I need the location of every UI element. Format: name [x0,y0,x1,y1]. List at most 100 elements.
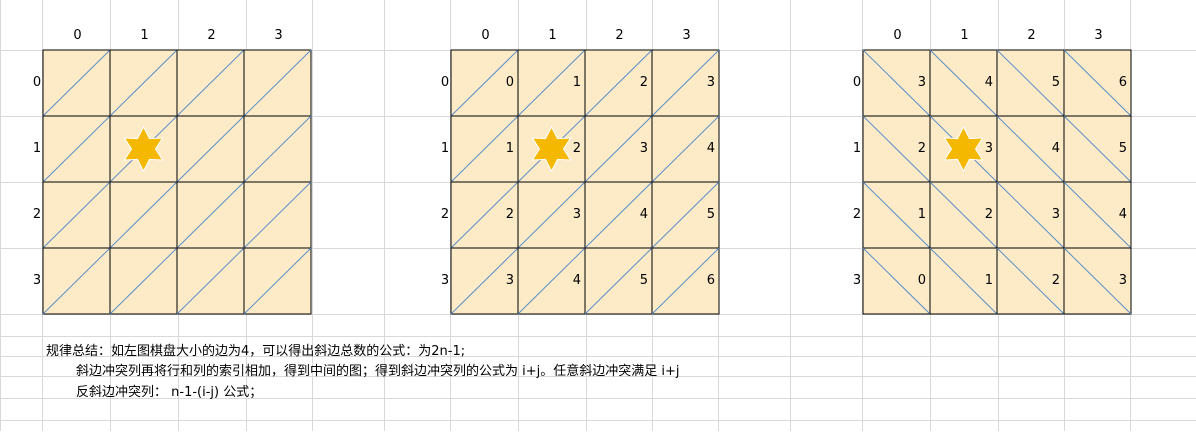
cell-value: 0 [917,273,926,288]
row-header: 1 [32,141,42,156]
column-header: 2 [1027,28,1036,43]
cell-diagonal [243,247,312,315]
column-header: 3 [682,28,691,43]
cell-value: 4 [984,75,993,90]
cell-diagonal [1063,115,1132,183]
column-header: 2 [615,28,624,43]
grid-middle [450,49,720,315]
summary-line-1: 规律总结：如左图棋盘大小的边为4，可以得出斜边总数的公式：为2n-1; [46,344,466,359]
cell-value: 4 [706,141,715,156]
cell-value: 2 [639,75,648,90]
row-header: 0 [852,75,862,90]
cell-value: 1 [572,75,581,90]
cell-diagonal [450,247,519,315]
cell-diagonal [42,247,111,315]
cell-diagonal [584,181,653,249]
cell-diagonal [584,115,653,183]
cell-diagonal [517,49,586,117]
cell-value: 1 [917,207,926,222]
row-header: 3 [32,273,42,288]
cell-value: 2 [917,141,926,156]
row-header: 2 [852,207,862,222]
cell-diagonal [42,115,111,183]
column-header: 2 [207,28,216,43]
cell-diagonal [651,247,720,315]
row-header: 2 [32,207,42,222]
star-icon [123,125,164,173]
cell-value: 5 [1051,75,1060,90]
cell-diagonal [243,181,312,249]
summary-line-2: 斜边冲突列再将行和列的索引相加，得到中间的图；得到斜边冲突列的公式为 i+j。任… [76,364,680,379]
column-header: 0 [481,28,490,43]
cell-value: 6 [1118,75,1127,90]
cell-value: 4 [1118,207,1127,222]
cell-diagonal [176,181,245,249]
cell-diagonal [176,247,245,315]
cell-value: 4 [1051,141,1060,156]
cell-diagonal [584,247,653,315]
cell-value: 4 [572,273,581,288]
cell-diagonal [1063,247,1132,315]
cell-value: 5 [639,273,648,288]
cell-value: 2 [572,141,581,156]
column-header: 3 [1094,28,1103,43]
cell-diagonal [996,181,1065,249]
cell-diagonal [176,115,245,183]
cell-diagonal [1063,181,1132,249]
cell-value: 4 [639,207,648,222]
cell-diagonal [862,181,931,249]
grid-right [862,49,1132,315]
cell-value: 1 [984,273,993,288]
row-header: 3 [440,273,450,288]
column-header: 0 [893,28,902,43]
cell-value: 2 [1051,273,1060,288]
summary-line-3: 反斜边冲突列： n-1-(i-j) 公式； [76,385,263,400]
cell-value: 2 [505,207,514,222]
cell-diagonal [176,49,245,117]
column-header: 1 [548,28,557,43]
cell-value: 3 [505,273,514,288]
cell-diagonal [584,49,653,117]
cell-diagonal [651,115,720,183]
cell-diagonal [651,49,720,117]
row-header: 1 [440,141,450,156]
row-header: 2 [440,207,450,222]
cell-diagonal [929,247,998,315]
cell-value: 3 [639,141,648,156]
cell-diagonal [996,115,1065,183]
cell-diagonal [862,49,931,117]
cell-value: 3 [1051,207,1060,222]
cell-diagonal [109,49,178,117]
cell-diagonal [1063,49,1132,117]
cell-diagonal [517,247,586,315]
star-icon [943,125,984,173]
cell-value: 3 [984,141,993,156]
star-icon [531,125,572,173]
cell-diagonal [862,247,931,315]
cell-diagonal [929,181,998,249]
cell-value: 1 [505,141,514,156]
row-header: 0 [440,75,450,90]
column-header: 0 [73,28,82,43]
row-header: 0 [32,75,42,90]
cell-diagonal [450,181,519,249]
cell-diagonal [243,49,312,117]
cell-diagonal [996,247,1065,315]
cell-diagonal [42,181,111,249]
row-header: 1 [852,141,862,156]
column-header: 1 [960,28,969,43]
cell-diagonal [517,181,586,249]
cell-diagonal [109,181,178,249]
row-header: 3 [852,273,862,288]
cell-value: 5 [1118,141,1127,156]
cell-diagonal [109,247,178,315]
cell-value: 0 [505,75,514,90]
cell-value: 3 [1118,273,1127,288]
column-header: 3 [274,28,283,43]
cell-diagonal [651,181,720,249]
cell-diagonal [450,115,519,183]
cell-value: 2 [984,207,993,222]
cell-value: 3 [706,75,715,90]
cell-value: 5 [706,207,715,222]
cell-diagonal [929,49,998,117]
